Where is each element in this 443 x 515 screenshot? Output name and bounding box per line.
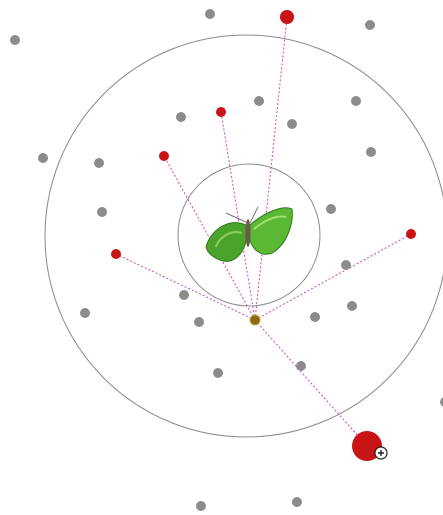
grey-node[interactable] xyxy=(205,9,215,19)
connection-line xyxy=(254,233,412,321)
red-nodes xyxy=(111,10,416,461)
grey-node[interactable] xyxy=(310,312,320,322)
grey-node[interactable] xyxy=(10,35,20,45)
grey-node[interactable] xyxy=(347,301,357,311)
grey-node[interactable] xyxy=(176,112,186,122)
grey-node[interactable] xyxy=(213,368,223,378)
grey-node[interactable] xyxy=(292,497,302,507)
grey-node[interactable] xyxy=(287,119,297,129)
red-node[interactable] xyxy=(406,229,416,239)
plus-cursor-icon xyxy=(374,446,388,460)
grey-node[interactable] xyxy=(38,153,48,163)
butterfly-icon[interactable] xyxy=(205,206,293,262)
connection-lines xyxy=(115,16,412,447)
grey-node[interactable] xyxy=(366,147,376,157)
grey-node[interactable] xyxy=(296,361,306,371)
grey-node[interactable] xyxy=(326,204,336,214)
grey-node[interactable] xyxy=(365,20,375,30)
hub-node[interactable] xyxy=(249,314,261,326)
grey-node[interactable] xyxy=(179,290,189,300)
connection-line xyxy=(220,111,256,321)
connection-line xyxy=(254,16,288,321)
inner-ring xyxy=(177,163,321,307)
connection-line xyxy=(115,253,256,321)
grey-node[interactable] xyxy=(80,308,90,318)
outer-ring xyxy=(44,34,443,438)
red-node[interactable] xyxy=(280,10,294,24)
grey-node[interactable] xyxy=(351,96,361,106)
grey-nodes xyxy=(10,9,443,511)
red-node[interactable] xyxy=(111,249,121,259)
grey-node[interactable] xyxy=(94,158,104,168)
connection-line xyxy=(254,319,368,447)
grey-node[interactable] xyxy=(341,260,351,270)
red-node[interactable] xyxy=(159,151,169,161)
red-node[interactable] xyxy=(216,107,226,117)
grey-node[interactable] xyxy=(97,207,107,217)
grey-node[interactable] xyxy=(196,501,206,511)
grey-node[interactable] xyxy=(254,96,264,106)
grey-node[interactable] xyxy=(440,397,443,407)
grey-node[interactable] xyxy=(194,317,204,327)
